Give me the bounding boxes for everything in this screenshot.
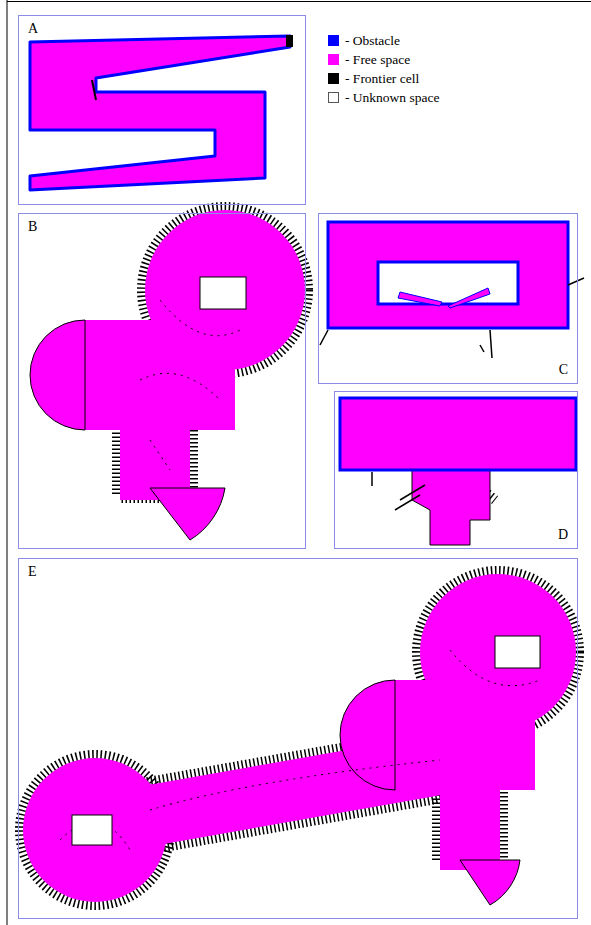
legend-text: - Frontier cell: [345, 71, 419, 87]
frame-line: [7, 0, 8, 925]
legend-text: - Unknown space: [345, 90, 439, 106]
free-space-wedge: [448, 288, 490, 308]
legend-row: - Unknown space: [328, 88, 439, 107]
room-map: [340, 398, 576, 470]
legend-text: - Obstacle: [345, 33, 400, 49]
unknown-room: [72, 815, 112, 845]
free-space-wedge: [398, 292, 442, 306]
free-space-region: [30, 210, 305, 540]
unknown-room: [495, 636, 540, 668]
legend-row: - Free space: [328, 50, 439, 69]
legend-row: - Obstacle: [328, 31, 439, 50]
loop-corridor-map: [328, 222, 568, 328]
map-panel: B: [18, 213, 306, 549]
legend-row: - Frontier cell: [328, 69, 439, 88]
legend-swatch: [328, 35, 339, 46]
map-panel: A: [18, 15, 306, 205]
panel-label: D: [549, 522, 577, 548]
panel-label: B: [19, 214, 46, 240]
free-space-region: [23, 574, 576, 905]
frontier-cell: [320, 278, 584, 358]
unknown-room: [200, 277, 246, 309]
map-panel: E: [18, 558, 578, 919]
legend-swatch: [328, 73, 339, 84]
frontier-speckle: [140, 300, 240, 470]
frame-line: [7, 1, 591, 2]
legend: - Obstacle - Free space - Frontier cell - U…: [328, 31, 439, 107]
legend-text: - Free space: [345, 52, 410, 68]
frontier-speckle: [60, 650, 540, 850]
map-panel: D: [334, 391, 578, 549]
frontier-cell: [372, 472, 425, 510]
frontier-cell: [286, 35, 293, 47]
map-panel: C: [318, 213, 578, 384]
legend-swatch: [328, 54, 339, 65]
frontier-fringe: [23, 574, 576, 902]
panel-label: E: [19, 559, 46, 585]
panel-label: A: [19, 16, 47, 42]
frontier-cell: [92, 80, 96, 100]
s-corridor-map: [30, 36, 290, 190]
free-space-region: [412, 470, 490, 545]
legend-swatch: [328, 92, 339, 103]
panel-label: C: [550, 357, 577, 383]
